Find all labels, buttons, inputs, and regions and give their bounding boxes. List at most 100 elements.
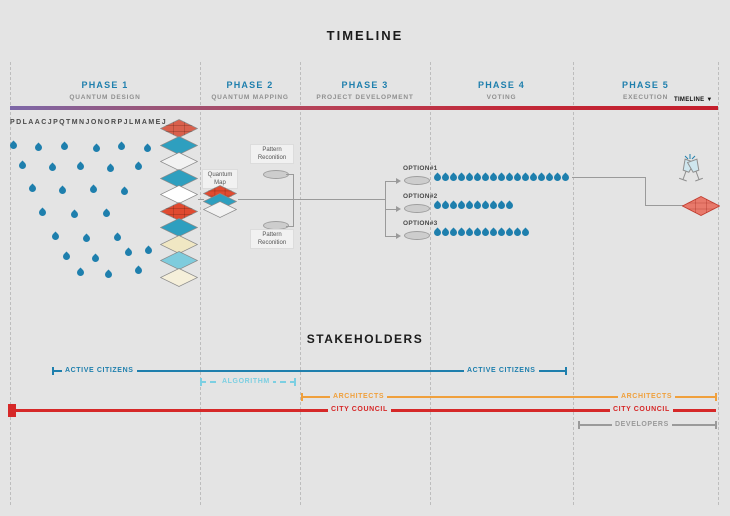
city-council-start-marker	[8, 404, 16, 417]
option-2-label: OPTION#2	[403, 193, 438, 200]
phase-1-subtitle: QUANTUM DESIGN	[69, 94, 141, 101]
phase-2-title: PHASE 2	[226, 80, 274, 90]
bar-tick	[565, 367, 567, 375]
citizen-drop-icon	[101, 208, 112, 219]
pattern-recognition-top-label: Pattern Reconition	[250, 144, 294, 165]
option-2-node	[404, 204, 430, 213]
citizen-drop-icon	[57, 185, 68, 196]
bar-tick	[200, 378, 202, 386]
citizen-drop-icon	[69, 209, 80, 220]
data-letter: A	[141, 119, 147, 126]
citizen-drop-icon	[47, 162, 58, 173]
active-citizens-label: ACTIVE CITIZENS	[62, 366, 137, 375]
phase-3-subtitle: PROJECT DEVELOPMENT	[316, 94, 414, 101]
citizen-drop-icon	[133, 161, 144, 172]
phase-separator	[10, 62, 11, 505]
pattern-recognition-bottom-label: Pattern Reconition	[250, 229, 294, 250]
data-letter: J	[123, 119, 128, 126]
bar-tick	[715, 421, 717, 429]
citizen-drop-icon	[504, 200, 515, 211]
data-letter: N	[97, 119, 103, 126]
connector-line	[293, 199, 385, 200]
data-letter: P	[53, 119, 58, 126]
data-letter: D	[16, 119, 22, 126]
phase-3-header: PHASE 3 PROJECT DEVELOPMENT	[300, 80, 430, 101]
citizen-drop-icon	[59, 141, 70, 152]
data-letter: O	[104, 119, 110, 126]
arrow-right-icon	[396, 233, 401, 239]
data-letter: L	[128, 119, 134, 126]
connector-line	[645, 177, 646, 206]
stakeholders-title: STAKEHOLDERS	[306, 332, 424, 346]
citizen-drop-icon	[75, 267, 86, 278]
map-layer-icon	[160, 201, 198, 221]
phase-4-header: PHASE 4 VOTING	[430, 80, 573, 101]
data-letter: J	[47, 119, 52, 126]
citizen-drop-icon	[133, 265, 144, 276]
connector-line	[385, 236, 396, 237]
citizen-drop-icon	[27, 183, 38, 194]
active-citizens-bar	[52, 370, 566, 372]
citizen-drop-icon	[91, 143, 102, 154]
data-letter: M	[71, 119, 78, 126]
citizen-drop-icon	[560, 172, 571, 183]
timeline-gradient-bar	[10, 106, 718, 110]
connector-line	[286, 174, 293, 175]
phase-1-title: PHASE 1	[81, 80, 129, 90]
phase-2-subtitle: QUANTUM MAPPING	[211, 94, 289, 101]
connector-line	[385, 209, 396, 210]
phase-3-title: PHASE 3	[341, 80, 389, 90]
data-letter: O	[90, 119, 97, 126]
data-letter: Q	[59, 119, 65, 126]
arrow-right-icon	[396, 178, 401, 184]
phase-separator	[430, 62, 431, 505]
data-letter: M	[134, 119, 141, 126]
architects-bar	[301, 396, 716, 398]
arrow-right-icon	[396, 206, 401, 212]
data-letter: N	[79, 119, 85, 126]
citizen-drop-icon	[61, 251, 72, 262]
project-tile-icon	[682, 196, 720, 216]
data-letter: M	[148, 119, 155, 126]
citizen-drop-icon	[520, 227, 531, 238]
developers-label: DEVELOPERS	[612, 420, 672, 429]
citizen-drop-icon	[33, 142, 44, 153]
phase-5-title: PHASE 5	[622, 80, 669, 90]
city-council-label: CITY COUNCIL	[328, 405, 391, 414]
phase-5-subtitle: EXECUTION	[622, 94, 669, 101]
citizen-drop-icon	[119, 186, 130, 197]
citizen-drop-icon	[75, 161, 86, 172]
map-layer-icon	[160, 267, 198, 287]
map-layer-icon	[203, 201, 237, 218]
option-3-node	[404, 231, 430, 240]
citizen-drop-icon	[123, 247, 134, 258]
option-1-node	[404, 176, 430, 185]
connector-line	[385, 181, 396, 182]
connector-line	[286, 226, 293, 227]
citizen-drop-icon	[90, 253, 101, 264]
connector-line	[293, 174, 294, 227]
phase-5-header: PHASE 5 EXECUTION	[573, 80, 718, 101]
citizen-drop-icon	[143, 245, 154, 256]
bar-tick	[52, 367, 54, 375]
option-3-label: OPTION#3	[403, 220, 438, 227]
data-letter: J	[85, 119, 90, 126]
architects-label: ARCHITECTS	[618, 392, 676, 401]
active-citizens-label: ACTIVE CITIZENS	[464, 366, 539, 375]
citizen-drop-icon	[37, 207, 48, 218]
data-letter: P	[117, 119, 123, 126]
citizen-drop-icon	[17, 160, 28, 171]
phase-separator	[300, 62, 301, 505]
celebration-glasses-icon	[679, 154, 703, 182]
bar-tick	[715, 393, 717, 401]
citizen-drop-icon	[103, 269, 114, 280]
quantum-map-label: Quantum Map	[202, 169, 238, 190]
city-council-label: CITY COUNCIL	[610, 405, 673, 414]
citizen-drop-icon	[112, 232, 123, 243]
citizen-drop-icon	[116, 141, 127, 152]
citizen-drop-icon	[105, 163, 116, 174]
page-title: TIMELINE	[326, 28, 404, 43]
connector-line	[572, 177, 645, 178]
connector-line	[238, 199, 293, 200]
